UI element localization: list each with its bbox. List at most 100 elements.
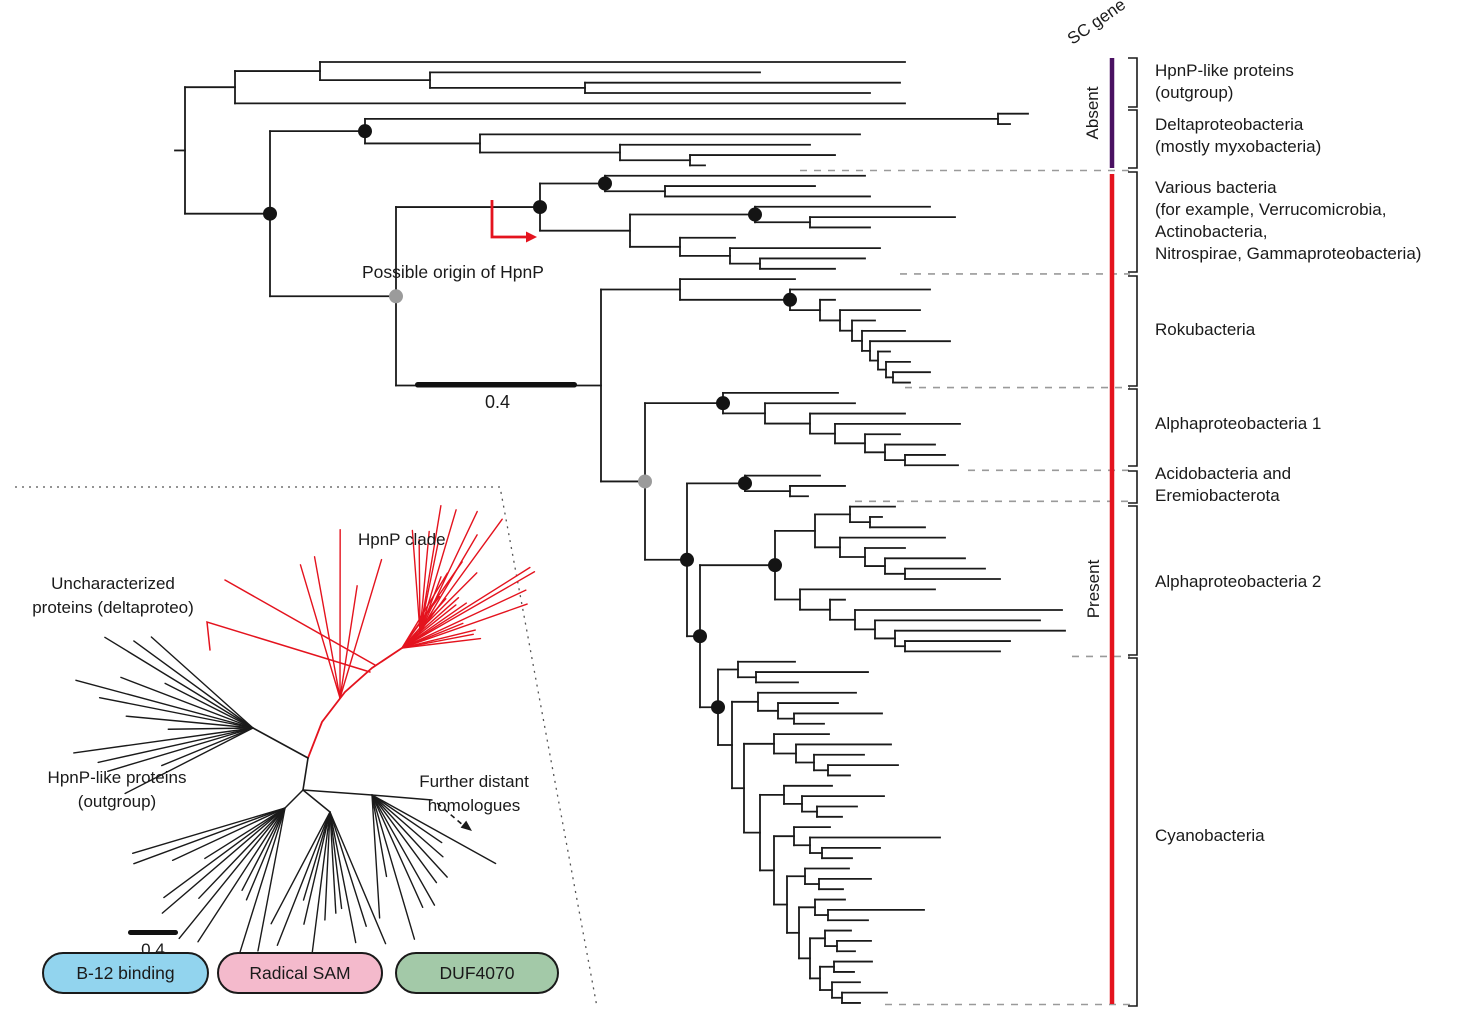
hpnp-clade-fan-upper-branch [419,509,457,633]
outgroup-fan-1-branch [198,807,286,900]
support-dot-gray [389,289,403,304]
bracket-rokubacteria [1128,275,1138,387]
outgroup-fan-2-branch [329,811,343,910]
outgroup-fan-1-branch [237,807,286,959]
hpnp-clade-fan-upper-branch [419,576,442,633]
group-label-hpnp-like-outgroup: HpnP-like proteins [1155,61,1294,80]
outgroup-fan-2-branch [310,811,331,963]
bracket-deltaproteobacteria [1128,109,1138,169]
inset-distant-label: Further distant homologues [398,770,550,818]
uncharacterized-left-fan-branch [97,727,254,764]
main-scale-label: 0.4 [484,392,511,412]
outgroup-fan-3-branch [371,794,448,878]
outgroup-fan-1-branch [245,807,286,901]
group-separator-dashed-lines [800,169,1130,1006]
present-label: Present [1084,559,1103,619]
support-dot-black [680,552,694,567]
inset-scale-bar [128,930,178,935]
uncharacterized-left-fan-branch [164,682,254,729]
inset-stem [371,794,433,801]
bracket-alphaproteobacteria-2 [1128,505,1138,656]
outgroup-fan-2-branch [324,811,331,921]
uncharacterized-left-fan-branch [125,715,254,729]
outgroup-fan-3-branch [371,794,388,878]
bracket-cyanobacteria [1128,657,1138,1007]
legend-pill-b12-binding-label: B-12 binding [76,962,175,983]
group-label-acidobacteria-eremiobacterota: Acidobacteria and [1155,464,1291,483]
support-dot-black [693,629,707,644]
uncharacterized-left-fan-branch [124,727,254,795]
hpnp-clade-fan-branch [401,603,528,649]
uncharacterized-left-fan-branch [133,640,254,729]
inset-uncharacterized-line2: proteins (deltaproteo) [32,598,194,617]
sc-bar-present [1109,174,1115,1004]
sc-gene-state-bars [1109,58,1115,1004]
uncharacterized-left-fan-branch [161,727,254,767]
hpnp-clade-fan-upper-branch [419,504,442,633]
inset-stem [302,789,331,813]
outgroup-fan-1-branch [171,807,286,862]
outgroup-fan-2-branch [276,811,331,946]
support-dot-black [598,176,612,191]
hpnp-stem-fan-branch [339,558,383,699]
legend-pill-duf4070: DUF4070 [395,952,559,994]
distant-homologues-arrow [436,802,472,831]
uncharacterized-left-fan-branch [120,676,254,729]
inset-stem [206,620,371,673]
hpnp-clade-fan-branch [401,602,468,649]
clade-brackets [1128,57,1138,1007]
hpnp-stem-fan-branch [339,585,358,699]
group-label-various-bacteria: (for example, Verrucomicrobia, [1155,200,1386,219]
bracket-hpnp-like-outgroup [1128,57,1138,108]
sc-bar-absent [1109,58,1115,168]
bracket-alphaproteobacteria-1 [1128,388,1138,467]
outgroup-fan-2-branch [270,811,331,925]
support-dot-gray [638,474,652,489]
inset-enclosure-dotted-border [15,486,598,1008]
hpnp-clade-fan-upper-branch [419,530,430,633]
outgroup-fan-2-branch [303,811,331,925]
absent-label: Absent [1083,86,1102,140]
inset-stem [307,647,403,759]
uncharacterized-left-fan-branch [98,696,254,729]
support-dot-black [533,200,547,215]
outgroup-fan-3-branch [371,794,436,906]
inset-unrooted-tree [73,504,536,963]
support-dot-black [263,206,277,221]
inset-uncharacterized-line1: Uncharacterized [51,574,175,593]
outgroup-fan-2-branch [329,811,387,945]
support-dot-black [768,558,782,573]
hpnp-clade-fan-upper-branch [418,538,421,633]
outgroup-fan-2-branch [329,811,367,927]
inset-outgroup-label: HpnP-like proteins (outgroup) [12,766,222,814]
outgroup-fan-3-branch [371,794,444,858]
inset-distant-line1: Further distant [419,772,529,791]
support-dot-black [711,700,725,715]
support-node-dots [263,124,797,715]
support-dot-black [358,124,372,139]
outgroup-fan-3-branch [371,794,424,909]
group-label-deltaproteobacteria: (mostly myxobacteria) [1155,137,1321,156]
outgroup-fan-2-branch [302,811,331,901]
inset-hpnp-clade-label: HpnP clade [358,530,446,549]
hpnp-clade-fan-branch [401,589,527,649]
group-label-rokubacteria: Rokubacteria [1155,320,1256,339]
outgroup-fan-1-branch [178,807,286,940]
outgroup-fan-3-branch [371,794,443,844]
hpnp-clade-fan-branch [401,566,531,649]
group-label-various-bacteria: Various bacteria [1155,178,1277,197]
inset-stem [302,757,309,791]
bracket-acidobacteria-eremiobacterota [1128,470,1138,504]
hpnp-clade-fan-branch [401,572,478,649]
group-label-various-bacteria: Nitrospirae, Gammaproteobacteria) [1155,244,1421,263]
outgroup-fan-1-branch [131,807,286,855]
hpnp-clade-fan-upper-branch [419,510,478,633]
outgroup-fan-1-branch [197,807,286,943]
hpnp-stem-fan-branch [299,564,341,699]
outgroup-fan-2-branch [329,811,337,914]
hpnp-clade-fan-branch [401,629,476,649]
clade-group-labels: HpnP-like proteins(outgroup)Deltaproteob… [1155,61,1421,845]
uncharacterized-left-fan-branch [107,727,254,772]
